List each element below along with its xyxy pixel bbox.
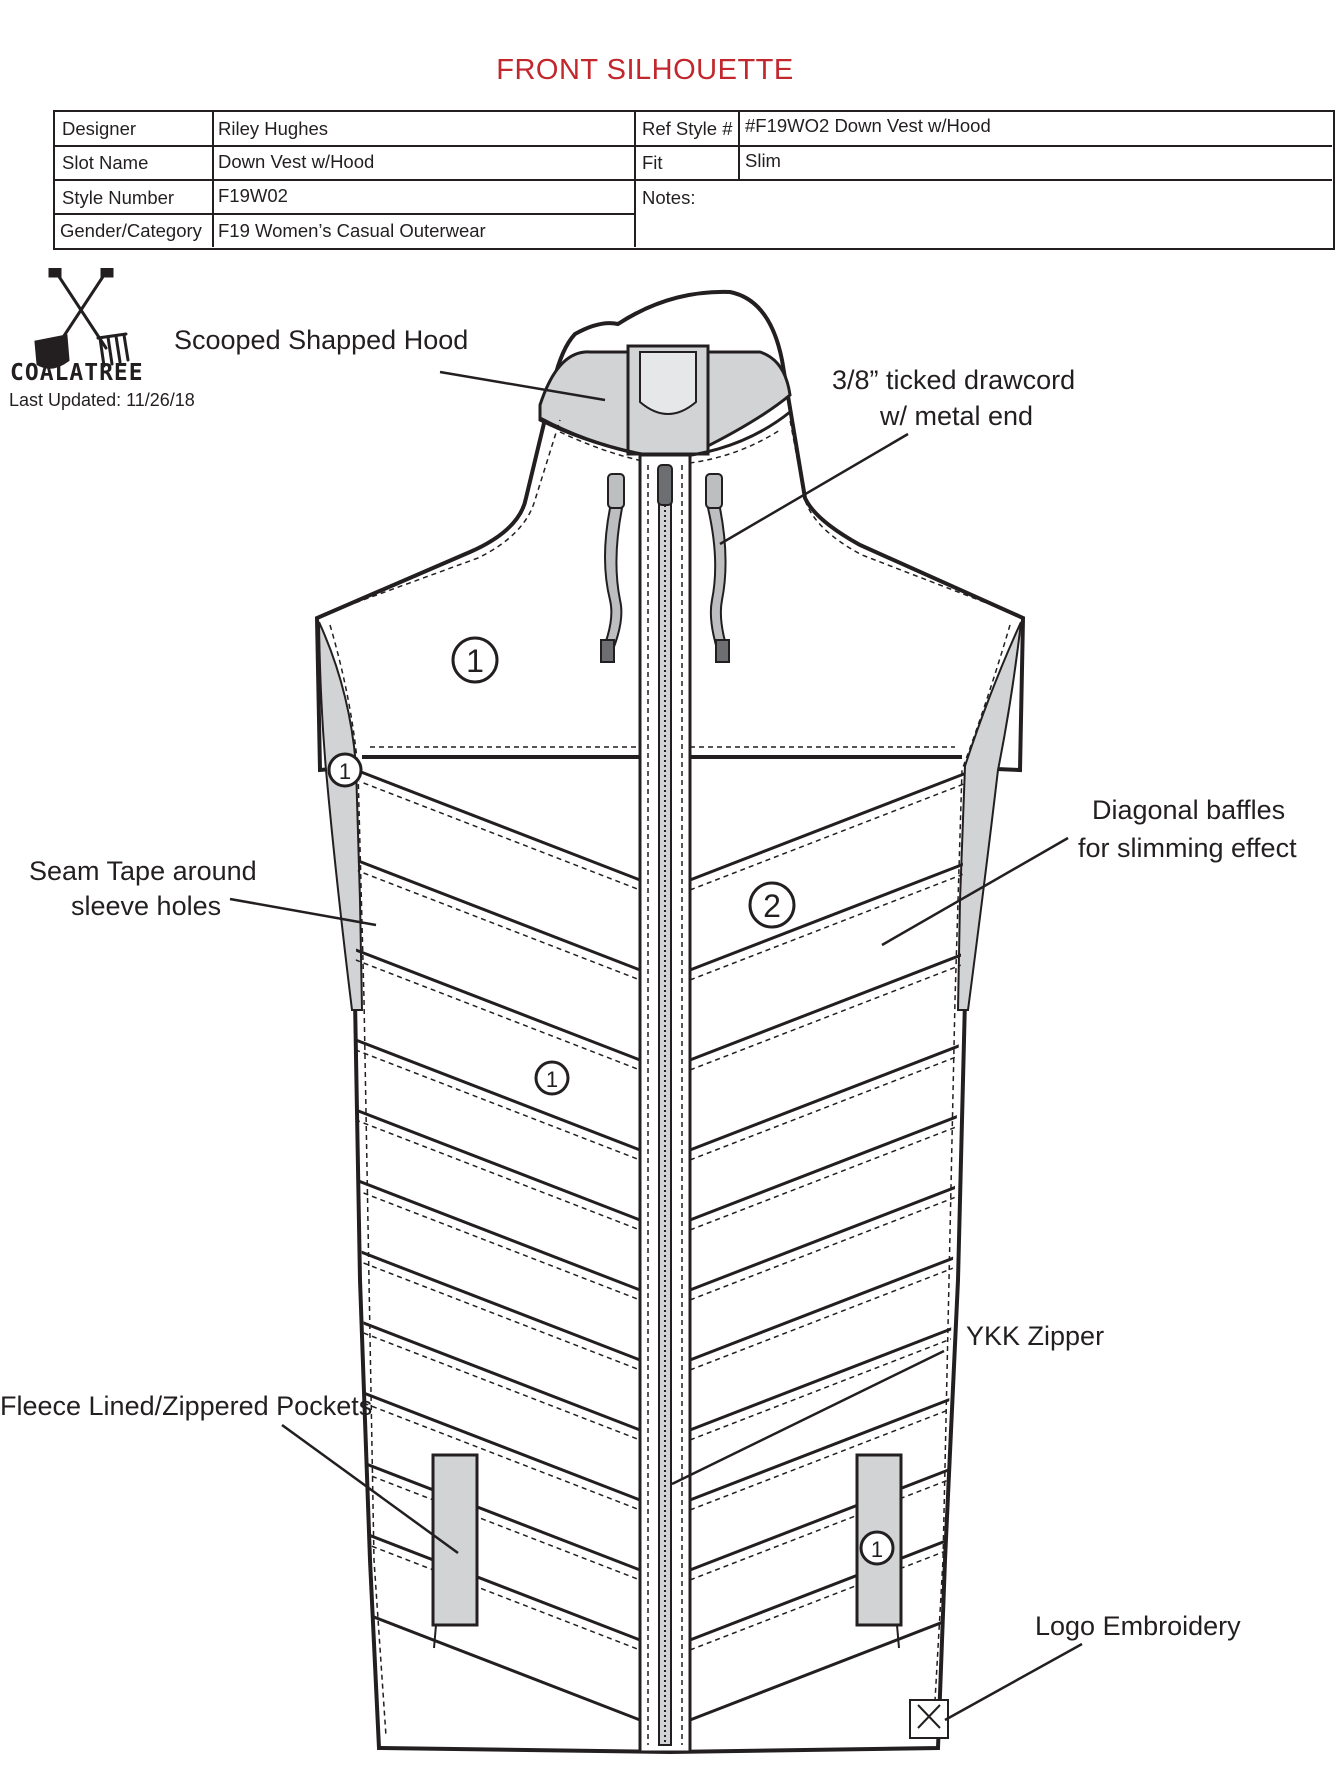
center-zipper (638, 453, 692, 1754)
hood-leader (439, 370, 606, 402)
ref-style-label: Ref Style # (642, 118, 733, 139)
left-pocket (431, 1453, 479, 1649)
baffles-callout-line2: for slimming effect (1078, 833, 1297, 863)
seam-tape-callout-line1: Seam Tape around (29, 856, 257, 886)
designer-value: Riley Hughes (218, 118, 329, 139)
drawcords (600, 473, 730, 663)
material-marker: 1 (871, 1537, 883, 1562)
hood-callout: Scooped Shapped Hood (174, 325, 469, 355)
spec-table: Designer Riley Hughes Slot Name Down Ves… (53, 110, 1335, 250)
logo-embroidery-patch (909, 1699, 949, 1739)
zipper-callout: YKK Zipper (966, 1321, 1105, 1351)
material-marker: 1 (546, 1067, 558, 1092)
drawcord-callout-line1: 3/8” ticked drawcord (832, 365, 1076, 395)
designer-label: Designer (62, 118, 137, 139)
coalatree-logo-icon (34, 268, 130, 369)
notes-label: Notes: (642, 187, 696, 208)
fit-label: Fit (642, 152, 663, 173)
seam-tape-leader (229, 897, 377, 927)
zipper-leader (671, 1349, 945, 1486)
material-marker: 1 (466, 643, 484, 679)
brand-name: COALATREE (10, 360, 144, 386)
fit-value: Slim (745, 150, 781, 171)
material-marker: 1 (339, 759, 351, 784)
logo-leader (944, 1642, 1083, 1722)
last-updated: Last Updated: 11/26/18 (9, 390, 195, 410)
baffles-callout-line1: Diagonal baffles (1092, 795, 1286, 825)
pockets-leader (281, 1423, 459, 1555)
logo-embroidery-callout: Logo Embroidery (1035, 1611, 1241, 1641)
drawcord-leader (719, 432, 909, 546)
material-marker: 2 (763, 888, 781, 924)
drawcord-callout-line2: w/ metal end (880, 401, 1034, 431)
slot-name-label: Slot Name (62, 152, 149, 173)
page-title: FRONT SILHOUETTE (496, 54, 794, 86)
material-markers (327, 636, 895, 1566)
gender-category-label: Gender/Category (60, 220, 202, 241)
pockets-callout: Fleece Lined/Zippered Pockets (0, 1391, 373, 1421)
seam-tape-callout-line2: sleeve holes (71, 891, 222, 921)
right-armhole-tape (956, 621, 1022, 1011)
gender-category-value: F19 Women’s Casual Outerwear (218, 220, 486, 241)
style-number-value: F19W02 (218, 185, 288, 206)
left-armhole-tape (318, 621, 364, 1011)
slot-name-value: Down Vest w/Hood (218, 151, 375, 172)
ref-style-value: #F19WO2 Down Vest w/Hood (745, 115, 991, 136)
baffles-leader (881, 836, 1069, 947)
style-number-label: Style Number (62, 187, 175, 208)
